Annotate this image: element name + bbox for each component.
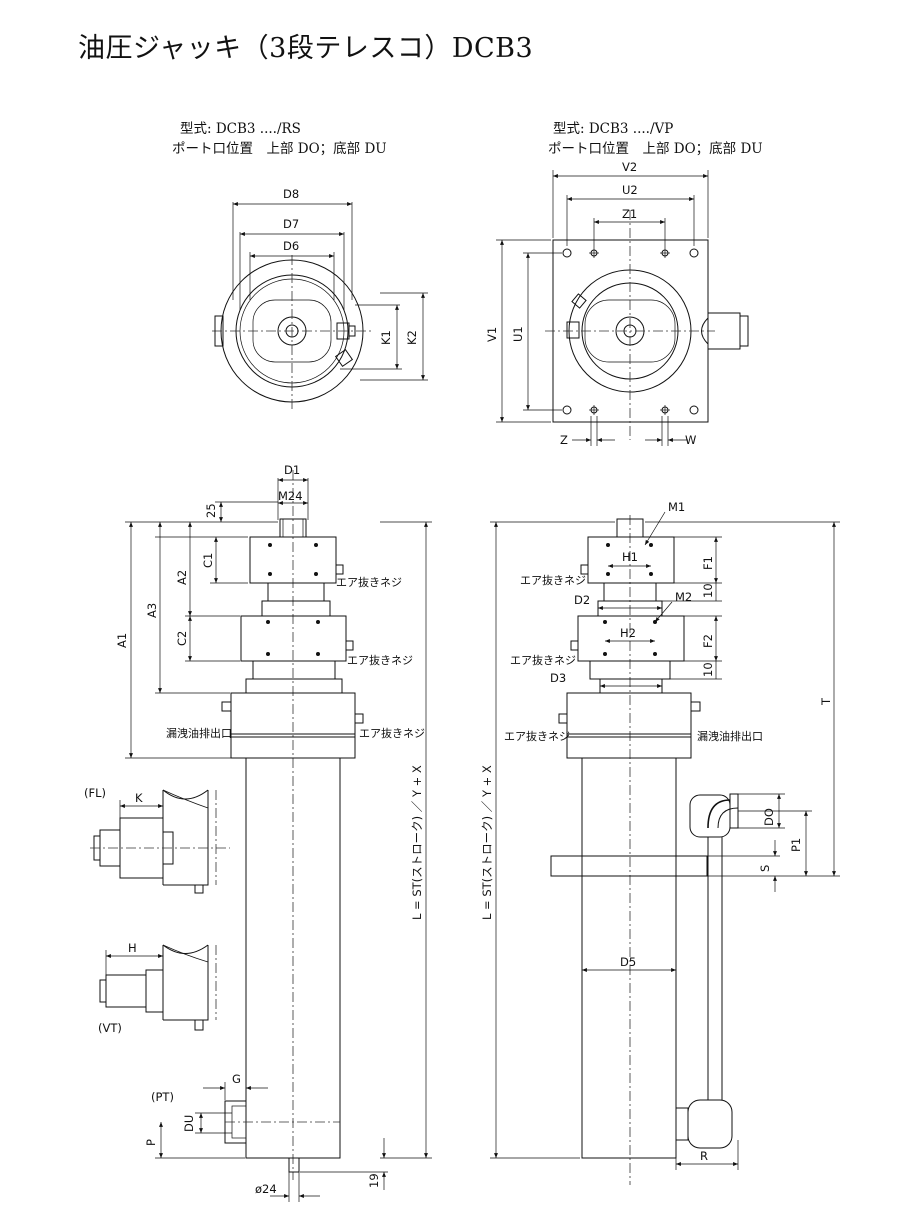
- label-vt: (VT): [98, 1021, 122, 1035]
- dim-a3: A3: [145, 603, 159, 618]
- dim-d1: D1: [284, 463, 300, 477]
- dim-d6: D6: [283, 239, 299, 253]
- dim-h1: H1: [622, 550, 638, 564]
- dim-10-a: 10: [701, 583, 715, 598]
- page-title: 油圧ジャッキ（3段テレスコ）DCB3: [78, 33, 534, 64]
- dim-w: W: [685, 433, 696, 447]
- leak-drain-note-left: 漏洩油排出口: [166, 726, 232, 740]
- dim-d2: D2: [574, 593, 590, 607]
- dim-u1: U1: [511, 326, 525, 342]
- dim-d5: D5: [620, 955, 636, 969]
- dim-r: R: [700, 1149, 708, 1163]
- dim-h2: H2: [620, 626, 636, 640]
- side-view-rs: [90, 470, 432, 1202]
- dim-v1: V1: [485, 327, 499, 342]
- dim-z: Z: [560, 433, 568, 447]
- vp-model-label: 型式: DCB3 ..../VP: [553, 121, 674, 137]
- dim-v2: V2: [622, 160, 637, 174]
- dim-d7: D7: [283, 217, 299, 231]
- leak-drain-note-right: 漏洩油排出口: [697, 729, 763, 743]
- dim-f2: F2: [701, 634, 715, 648]
- rs-model-label: 型式: DCB3 ..../RS: [180, 121, 301, 137]
- air-bleed-note-1: エア抜きネジ: [336, 575, 402, 589]
- dim-t: T: [819, 697, 833, 706]
- air-bleed-note-6: エア抜きネジ: [504, 729, 570, 743]
- dim-p: P: [144, 1139, 158, 1146]
- dim-u2: U2: [622, 183, 638, 197]
- dim-m24: M24: [278, 489, 303, 503]
- top-view-vp: [496, 170, 749, 446]
- dim-d8: D8: [283, 187, 299, 201]
- dim-k2: K2: [405, 330, 419, 345]
- dim-10-b: 10: [701, 662, 715, 677]
- label-fl: (FL): [84, 786, 106, 800]
- dim-c1: C1: [201, 553, 215, 568]
- rs-port-label: ポート口位置 上部 DO；底部 DU: [172, 141, 387, 157]
- top-view-rs: [212, 202, 428, 410]
- dim-m2: M2: [675, 590, 692, 604]
- dim-f1: F1: [701, 556, 715, 570]
- dim-s: S: [758, 865, 772, 872]
- air-bleed-note-4: エア抜きネジ: [520, 573, 586, 587]
- dim-h: H: [128, 941, 137, 955]
- dim-p1: P1: [789, 838, 803, 852]
- label-pt: (PT): [151, 1090, 174, 1104]
- dim-d3: D3: [550, 671, 566, 685]
- dim-do: DO: [762, 808, 776, 826]
- dim-19: 19: [367, 1173, 381, 1188]
- dim-c2: C2: [175, 631, 189, 646]
- dim-25: 25: [204, 503, 218, 518]
- dim-m1: M1: [668, 500, 685, 514]
- air-bleed-note-2: エア抜きネジ: [347, 653, 413, 667]
- side-view-vp: [490, 511, 840, 1185]
- dim-z1: Z1: [622, 207, 637, 221]
- air-bleed-note-3: エア抜きネジ: [359, 726, 425, 740]
- dim-g: G: [232, 1072, 241, 1086]
- dim-k: K: [135, 791, 143, 805]
- vp-port-label: ポート口位置 上部 DO；底部 DU: [548, 141, 763, 157]
- dim-a1: A1: [115, 633, 129, 648]
- dim-l-right: L = ST(ストローク) ／ Y + X: [480, 765, 494, 920]
- dim-k1: K1: [379, 330, 393, 345]
- air-bleed-note-5: エア抜きネジ: [510, 653, 576, 667]
- dim-l-left: L = ST(ストローク) ／ Y + X: [410, 765, 424, 920]
- dim-a2: A2: [175, 570, 189, 585]
- dim-phi24: ø24: [255, 1182, 277, 1196]
- dim-du: DU: [182, 1115, 196, 1132]
